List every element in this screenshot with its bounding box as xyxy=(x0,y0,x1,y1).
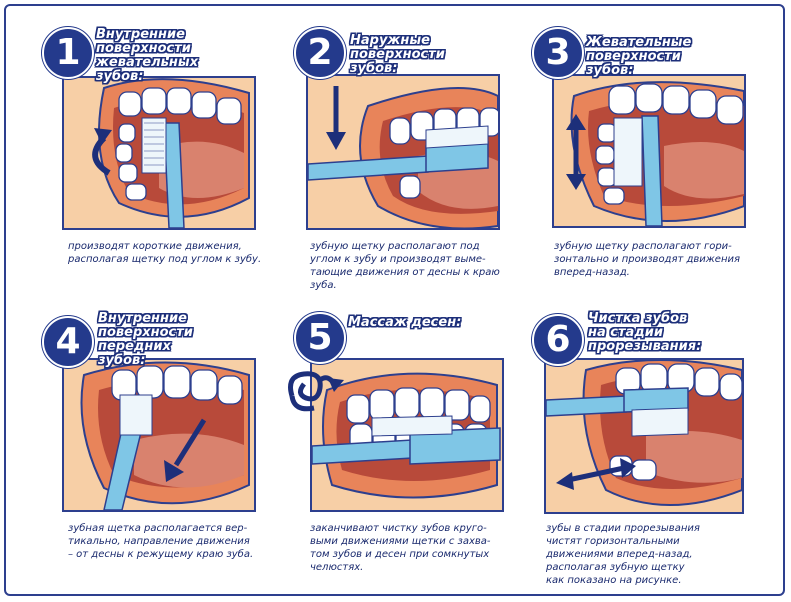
caption-line: зуба. xyxy=(310,280,337,291)
caption-line: зубную щетку располагают под xyxy=(310,241,480,252)
caption-line: заканчивают чистку зубов круго- xyxy=(310,523,487,534)
mouth-illustration xyxy=(544,358,744,514)
step-title-line: Наружные xyxy=(350,33,430,48)
caption-line: – от десны к режущему краю зуба. xyxy=(68,549,254,560)
outer-frame xyxy=(4,4,785,596)
step-title-line: поверхности xyxy=(98,325,193,340)
step-title-line: поверхности xyxy=(350,47,445,62)
step-title-line: прорезывания: xyxy=(588,339,702,354)
step-number-badge: 5 xyxy=(294,312,346,364)
caption-line: производят короткие движения, xyxy=(68,241,242,252)
caption-line: тающие движения от десны к краю xyxy=(310,267,500,278)
caption-line: чистят горизонтальными xyxy=(546,536,680,547)
caption-line: выми движениями щетки с захва- xyxy=(310,536,491,547)
toothbrush-icon xyxy=(546,387,689,437)
caption-line: зубная щетка располагается вер- xyxy=(68,523,248,534)
step-title-line: передних xyxy=(98,339,171,354)
step-3-panel: 3 Жевательные поверхности зубов: xyxy=(522,0,786,300)
mouth-illustration xyxy=(306,74,500,230)
step-title-line: жевательных xyxy=(96,55,198,70)
toothbrush-icon xyxy=(103,394,153,510)
caption-line: тикально, направление движения xyxy=(68,536,250,547)
caption-line: вперед-назад. xyxy=(554,267,630,278)
step-title-line: на стадии xyxy=(588,325,664,340)
step-caption: зубная щетка располагается вер- тикально… xyxy=(68,522,253,561)
step-title-line: зубов: xyxy=(350,61,398,76)
step-title: Наружные поверхности зубов: xyxy=(350,34,445,76)
caption-line: как показано на рисунке. xyxy=(546,575,682,586)
mouth-illustration xyxy=(310,358,504,512)
caption-line: том зубов и десен при сомкнутых xyxy=(310,549,490,560)
caption-line: углом к зубу и производят выме- xyxy=(310,254,486,265)
caption-line: располагая щетку под углом к зубу. xyxy=(68,254,262,265)
mouth-illustration xyxy=(552,74,746,228)
caption-line: движениями вперед-назад, xyxy=(546,549,693,560)
toothbrush-icon xyxy=(312,415,501,465)
step-caption: зубную щетку располагают гори- зонтально… xyxy=(554,240,740,279)
toothbrush-icon xyxy=(141,117,185,228)
step-title-line: зубов: xyxy=(586,63,634,78)
step-caption: зубную щетку располагают под углом к зуб… xyxy=(310,240,500,292)
step-number-badge: 1 xyxy=(42,27,94,79)
caption-line: располагая зубную щетку xyxy=(546,562,685,573)
toothbrush-icon xyxy=(613,115,663,226)
step-number-badge: 2 xyxy=(294,27,346,79)
step-1-panel: 1 Внутренние поверхности жевательных зуб… xyxy=(0,0,270,300)
circular-arrow-icon xyxy=(284,366,344,420)
step-2-panel: 2 Наружные поверхности зубов: xyxy=(264,0,528,300)
step-title: Массаж десен: xyxy=(348,316,461,330)
step-title-line: Массаж десен: xyxy=(348,315,462,330)
step-number-badge: 3 xyxy=(532,27,584,79)
step-5-panel: 5 Массаж десен: xyxy=(264,300,528,600)
mouth-illustration xyxy=(62,358,256,512)
step-title-line: Внутренние xyxy=(96,27,185,42)
step-title-line: Чистка зубов xyxy=(588,311,688,326)
step-title-line: зубов: xyxy=(96,69,144,84)
step-title-line: поверхности xyxy=(96,41,191,56)
step-title: Жевательные поверхности зубов: xyxy=(586,36,691,78)
caption-line: зубную щетку располагают гори- xyxy=(554,241,732,252)
caption-line: зонтально и производят движения xyxy=(554,254,741,265)
step-caption: заканчивают чистку зубов круго- выми дви… xyxy=(310,522,491,574)
step-title-line: поверхности xyxy=(586,49,681,64)
step-number-badge: 4 xyxy=(42,316,94,368)
step-title-line: Внутренние xyxy=(98,311,187,326)
caption-line: челюстях. xyxy=(310,562,364,573)
step-number-badge: 6 xyxy=(532,314,584,366)
step-caption: зубы в стадии прорезывания чистят горизо… xyxy=(546,522,700,587)
step-title: Внутренние поверхности жевательных зубов… xyxy=(96,28,198,84)
step-title-line: Жевательные xyxy=(586,35,692,50)
step-title: Внутренние поверхности передних зубов: xyxy=(98,312,193,368)
step-4-panel: 4 Внутренние поверхности передних зубов: xyxy=(0,300,270,600)
step-title-line: зубов: xyxy=(98,353,146,368)
step-caption: производят короткие движения, располагая… xyxy=(68,240,261,266)
step-6-panel: 6 Чистка зубов на стадии прорезывания: xyxy=(522,300,786,600)
step-title: Чистка зубов на стадии прорезывания: xyxy=(588,312,701,354)
caption-line: зубы в стадии прорезывания xyxy=(546,523,700,534)
toothbrush-icon xyxy=(308,125,489,181)
mouth-illustration xyxy=(62,76,256,230)
